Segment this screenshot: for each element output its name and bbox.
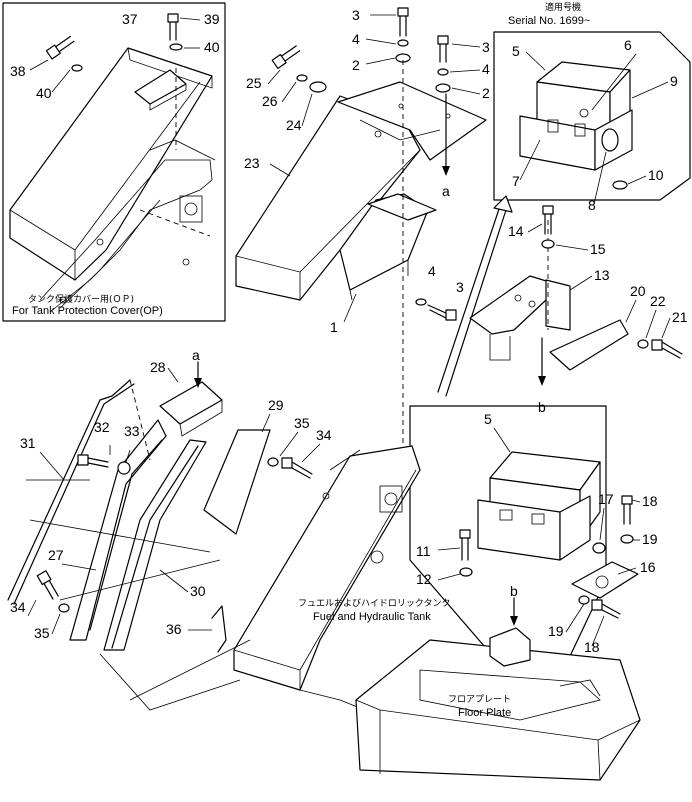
- inset-frame-left: [2, 2, 226, 322]
- callout-numbers: 37 39 40 38 40 3 4 2 3 4 2 25 26 24 23 a…: [10, 7, 688, 655]
- callout-10: 10: [648, 167, 664, 183]
- callout-39: 39: [204, 11, 220, 27]
- part-1-bracket: [339, 193, 437, 301]
- callout-1: 1: [330, 319, 338, 335]
- floor-plate: [355, 627, 641, 781]
- fuel-hydraulic-tank: [233, 445, 421, 709]
- callout-35a: 35: [294, 415, 310, 431]
- part-37-cover: [9, 47, 213, 281]
- serial-caption-jp: 適用号機: [545, 1, 581, 13]
- callout-16: 16: [640, 559, 656, 575]
- callout-37: 37: [122, 11, 138, 27]
- callout-6: 6: [624, 37, 632, 53]
- callout-30: 30: [190, 583, 206, 599]
- callout-9: 9: [670, 73, 678, 89]
- callout-4a: 4: [352, 31, 360, 47]
- part-5-battery-box: [477, 451, 601, 561]
- callout-3c: 3: [456, 279, 464, 295]
- callout-3a: 3: [352, 7, 360, 23]
- callout-38: 38: [10, 63, 26, 79]
- ref-a-lower: a: [192, 347, 200, 363]
- callout-26: 26: [262, 93, 278, 109]
- callout-28: 28: [150, 359, 166, 375]
- callout-19b: 19: [548, 623, 564, 639]
- callout-31: 31: [20, 435, 36, 451]
- callout-2a: 2: [352, 57, 360, 73]
- inset-frame-right: [493, 31, 691, 201]
- callout-32: 32: [94, 419, 110, 435]
- callout-24: 24: [286, 117, 302, 133]
- callout-29: 29: [268, 397, 284, 413]
- callout-3b: 3: [482, 39, 490, 55]
- large-diagonal-arrow: [437, 205, 507, 397]
- callout-17: 17: [598, 491, 614, 507]
- inset-tank-protection-cover: タンク保護カバー用(ＯＰ) For Tank Protection Cover(…: [2, 2, 226, 322]
- callout-34b: 34: [10, 599, 26, 615]
- serial-caption-en: Serial No. 1699~: [508, 15, 590, 27]
- callout-19a: 19: [642, 531, 658, 547]
- callout-8: 8: [588, 197, 596, 213]
- callout-7: 7: [512, 173, 520, 189]
- inset-serial-box: 適用号機 Serial No. 1699~: [493, 1, 691, 201]
- callout-23: 23: [244, 155, 260, 171]
- callout-18a: 18: [642, 493, 658, 509]
- callout-33: 33: [124, 423, 140, 439]
- callout-12: 12: [416, 571, 432, 587]
- part-23-cover: [235, 81, 487, 301]
- callout-15: 15: [590, 241, 606, 257]
- callout-5b: 5: [484, 411, 492, 427]
- callout-22: 22: [650, 293, 666, 309]
- leader-lines: [27, 14, 671, 647]
- part-30-rail: [103, 439, 207, 651]
- callout-20: 20: [630, 283, 646, 299]
- callout-21: 21: [672, 309, 688, 325]
- part-13-bracket: [469, 220, 571, 386]
- fuel-tank-label-en: Fuel and Hydraulic Tank: [313, 611, 431, 623]
- floor-plate-label-jp: フロアプレート: [448, 694, 511, 705]
- callout-34a: 34: [316, 427, 332, 443]
- callout-36: 36: [166, 621, 182, 637]
- inset-caption-jp: タンク保護カバー用(ＯＰ): [28, 293, 134, 305]
- inset-caption-en: For Tank Protection Cover(OP): [12, 305, 163, 317]
- callout-11: 11: [416, 543, 431, 559]
- callout-27: 27: [48, 547, 64, 563]
- callout-25: 25: [246, 75, 262, 91]
- callout-4b: 4: [482, 61, 490, 77]
- ref-a-top: a: [442, 183, 450, 199]
- left-rail-parts: [7, 379, 271, 653]
- part-29-plate: [203, 429, 271, 535]
- callout-14: 14: [508, 223, 524, 239]
- callout-40a: 40: [204, 39, 220, 55]
- part-16-plate: [571, 561, 639, 599]
- callout-2b: 2: [482, 85, 490, 101]
- part-20-plate: [549, 319, 629, 371]
- part-31-rod: [7, 379, 131, 601]
- callout-40b: 40: [36, 85, 52, 101]
- callout-4c: 4: [428, 263, 436, 279]
- floor-plate-label-en: Floor Plate: [458, 707, 511, 719]
- ref-b-lower: b: [510, 583, 518, 599]
- callout-35b: 35: [34, 625, 50, 641]
- callout-5a: 5: [512, 43, 520, 59]
- fuel-tank-label-jp: フュエルおよびハイドロリックタンク: [298, 598, 450, 609]
- ref-b-top: b: [538, 399, 546, 415]
- callout-18b: 18: [584, 639, 600, 655]
- callout-13: 13: [594, 267, 610, 283]
